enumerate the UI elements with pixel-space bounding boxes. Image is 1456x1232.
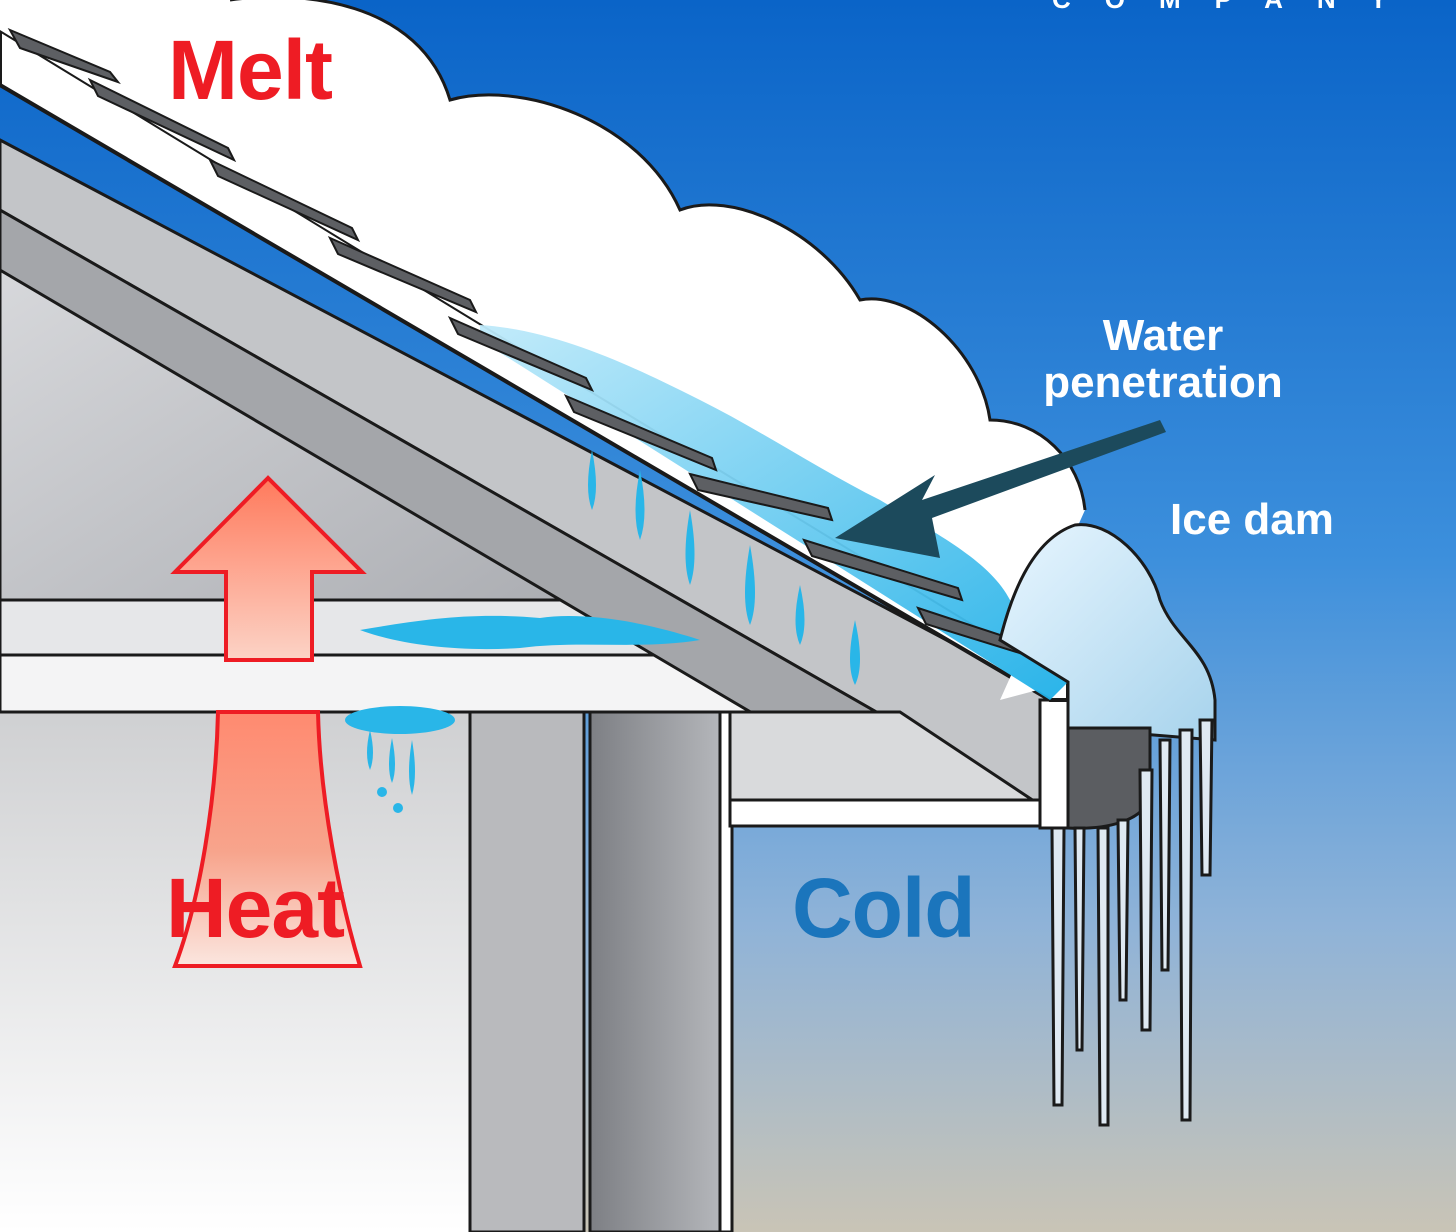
ceiling-leak-drips [345, 706, 455, 813]
ceiling-puddle [360, 615, 700, 650]
cold-label: Cold [792, 861, 976, 955]
water-penetration-label: Water penetration [1043, 311, 1283, 408]
heat-arrow [170, 475, 367, 968]
ice-dam [998, 523, 1217, 742]
wall-post-right [588, 708, 722, 1232]
snow-outline [230, 0, 1087, 511]
soffit-board [728, 798, 1062, 828]
company-watermark: COMPANY [1052, 0, 1421, 12]
wall-post-left [468, 708, 586, 1232]
water-penetration-arrow [835, 420, 1166, 558]
rafter-drips [588, 450, 860, 685]
gutter [1066, 726, 1152, 830]
shingles [7, 27, 1070, 670]
heat-label: Heat [166, 861, 345, 955]
icicles [1050, 718, 1214, 1127]
fascia [1038, 698, 1070, 830]
meltwater-layer [480, 325, 1068, 700]
ice-dam-label: Ice dam [1170, 495, 1334, 544]
melt-label: Melt [168, 23, 333, 117]
